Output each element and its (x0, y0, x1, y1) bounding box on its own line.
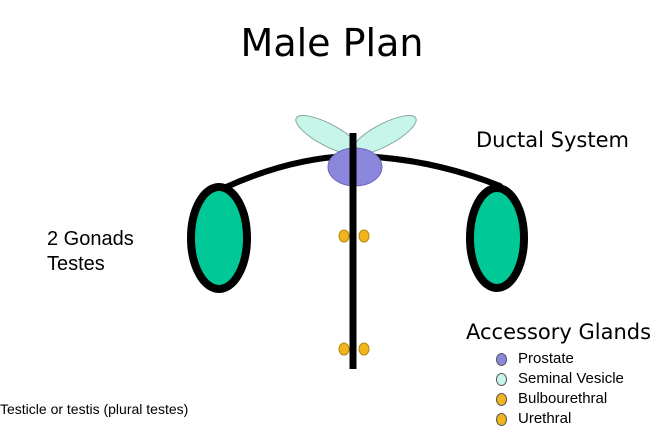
ductal-system-label: Ductal System (476, 128, 629, 152)
legend-item-prostate: Prostate (496, 349, 624, 369)
page-title: Male Plan (240, 21, 424, 65)
urethral-gland-right (358, 342, 370, 356)
legend-item-seminal-vesicle: Seminal Vesicle (496, 369, 624, 389)
testis-right (466, 184, 528, 292)
footnote: Testicle or testis (plural testes) (0, 401, 189, 417)
gonads-label-line2: Testes (47, 253, 105, 275)
testis-left (187, 183, 251, 293)
legend-item-bulbourethral: Bulbourethral (496, 389, 624, 409)
legend-label: Bulbourethral (518, 390, 608, 407)
accessory-glands-label: Accessory Glands (466, 320, 652, 344)
legend-label: Urethral (518, 410, 572, 427)
legend-item-urethral: Urethral (496, 409, 624, 429)
prostate-swatch-icon (496, 352, 507, 366)
seminal-vesicle-swatch-icon (496, 372, 507, 386)
urethral-gland-left (338, 342, 350, 356)
gonads-label-line1: 2 Gonads (47, 228, 134, 250)
bulbourethral-gland-right (358, 229, 370, 243)
urethral-swatch-icon (496, 412, 507, 426)
gonads-label: 2 Gonads Testes (47, 227, 134, 277)
legend-label: Prostate (518, 350, 574, 367)
gland-legend: Prostate Seminal Vesicle Bulbourethral U… (496, 349, 624, 429)
bulbourethral-swatch-icon (496, 392, 507, 406)
bulbourethral-gland-left (338, 229, 350, 243)
legend-label: Seminal Vesicle (518, 370, 624, 387)
